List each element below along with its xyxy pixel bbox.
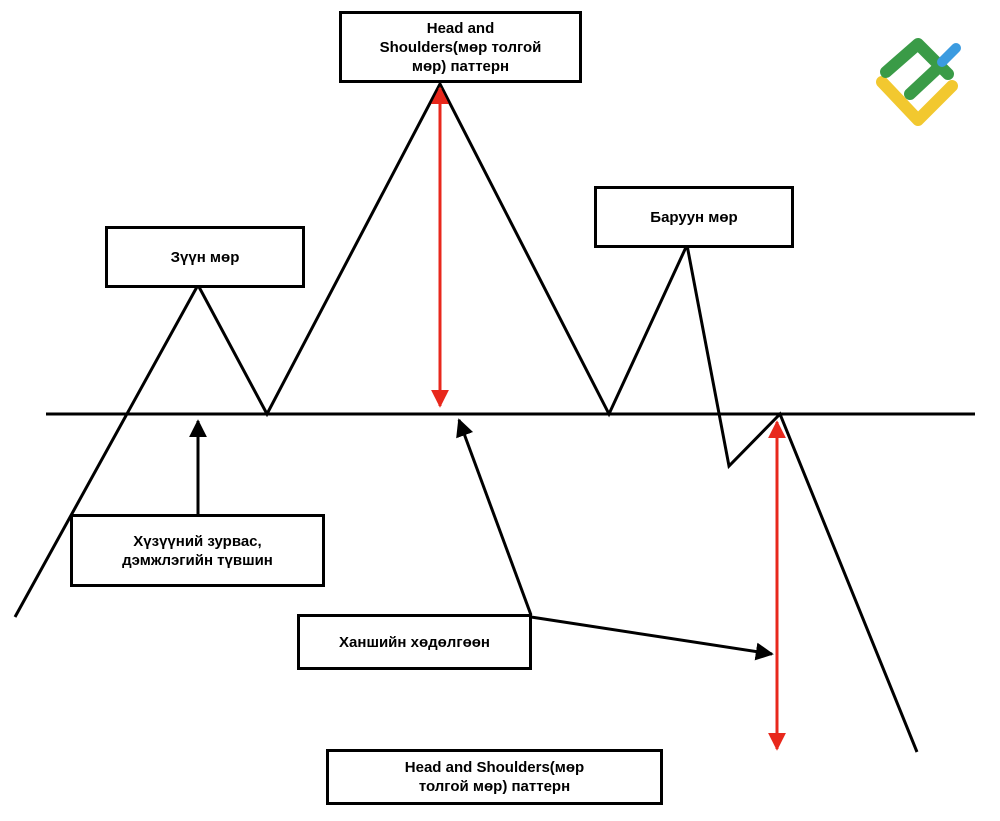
neckline-box: Хүзүүний зурвас, дэмжлэгийн түвшин — [70, 514, 325, 587]
price-movement-arrow-up — [456, 418, 533, 616]
price-movement-label: Ханшийн хөдөлгөөн — [339, 633, 490, 651]
brand-logo-icon — [876, 38, 961, 126]
left-shoulder-box: Зүүн мөр — [105, 226, 305, 288]
price-movement-box: Ханшийн хөдөлгөөн — [297, 614, 532, 670]
neckline-label: Хүзүүний зурвас, дэмжлэгийн түвшин — [122, 532, 273, 569]
top-title-box: Head and Shoulders(мөр толгой мөр) патте… — [339, 11, 582, 83]
price-movement-arrow-right — [530, 615, 774, 661]
price-path — [13, 80, 919, 753]
right-shoulder-label: Баруун мөр — [650, 208, 738, 226]
bottom-title-box: Head and Shoulders(мөр толгой мөр) патте… — [326, 749, 663, 805]
right-shoulder-box: Баруун мөр — [594, 186, 794, 248]
left-shoulder-label: Зүүн мөр — [170, 248, 240, 266]
bottom-title-label: Head and Shoulders(мөр толгой мөр) патте… — [404, 759, 585, 795]
top-title-label: Head and Shoulders(мөр толгой мөр) патте… — [379, 19, 542, 75]
